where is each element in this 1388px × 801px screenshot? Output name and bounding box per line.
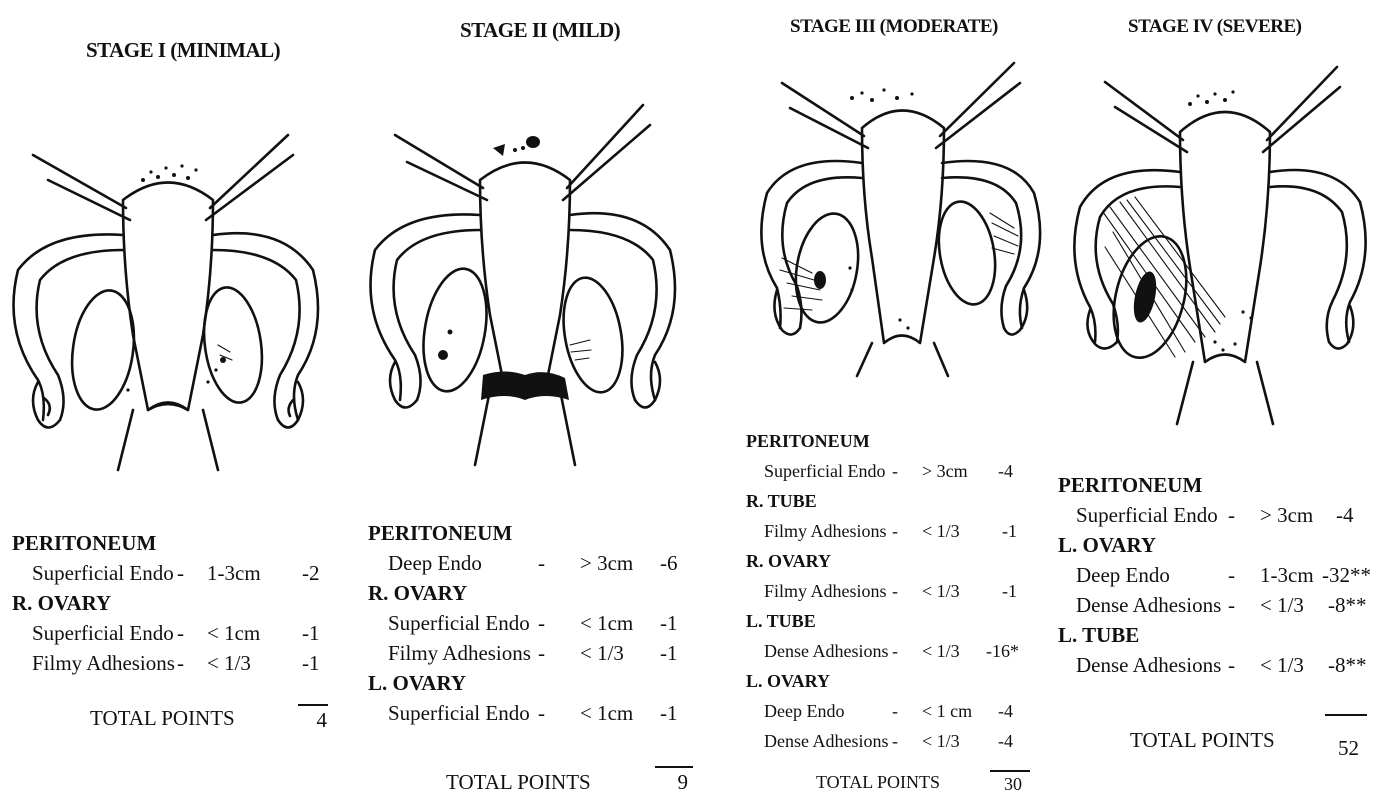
table-row: Filmy Adhesions - < 1/3 -1 xyxy=(368,638,698,668)
stage-2-uterus-illustration xyxy=(365,100,685,470)
stage-3-total-rule xyxy=(990,770,1030,772)
stage-3-score-table: PERITONEUM Superficial Endo - > 3cm -4 R… xyxy=(746,426,1036,756)
table-row: Filmy Adhesions - < 1/3 -1 xyxy=(746,576,1036,606)
table-row: R. OVARY xyxy=(368,578,698,608)
table-row: Superficial Endo - < 1cm -1 xyxy=(368,608,698,638)
stage-1-total-rule xyxy=(298,704,328,706)
stage-3-uterus-illustration xyxy=(752,58,1052,378)
table-row: R. OVARY xyxy=(12,588,342,618)
table-row: Superficial Endo - 1-3cm -2 xyxy=(12,558,342,588)
stage-3-total-value: 30 xyxy=(998,774,1022,795)
table-row: Dense Adhesions - < 1/3 -16* xyxy=(746,636,1036,666)
stage-1-uterus-illustration xyxy=(8,120,328,480)
table-row: Superficial Endo - < 1cm -1 xyxy=(12,618,342,648)
stage-2-total-rule xyxy=(655,766,693,768)
table-row: L. OVARY xyxy=(746,666,1036,696)
table-row: PERITONEUM xyxy=(368,518,698,548)
stage-1-score-table: PERITONEUM Superficial Endo - 1-3cm -2 R… xyxy=(12,528,342,678)
stage-3-total-label: TOTAL POINTS xyxy=(816,772,940,793)
table-row: Deep Endo - > 3cm -6 xyxy=(368,548,698,578)
table-row: Deep Endo - < 1 cm -4 xyxy=(746,696,1036,726)
table-row: PERITONEUM xyxy=(746,426,1036,456)
table-row: L. TUBE xyxy=(746,606,1036,636)
stage-1-title: STAGE I (MINIMAL) xyxy=(86,38,280,63)
table-row: Superficial Endo - < 1cm -1 xyxy=(368,698,698,728)
table-row: Dense Adhesions - < 1/3 -4 xyxy=(746,726,1036,756)
table-row: PERITONEUM xyxy=(12,528,342,558)
stage-4-total-label: TOTAL POINTS xyxy=(1130,728,1275,753)
stage-4-total-rule xyxy=(1325,714,1367,716)
table-row: R. TUBE xyxy=(746,486,1036,516)
stage-4-score-table: PERITONEUM Superficial Endo - > 3cm -4 L… xyxy=(1058,470,1383,680)
stage-3-title: STAGE III (MODERATE) xyxy=(790,16,998,38)
table-row: Superficial Endo - > 3cm -4 xyxy=(1058,500,1383,530)
stage-2-total-label: TOTAL POINTS xyxy=(446,770,591,795)
table-row: PERITONEUM xyxy=(1058,470,1383,500)
table-row: Superficial Endo - > 3cm -4 xyxy=(746,456,1036,486)
stage-2-total-value: 9 xyxy=(668,770,688,795)
table-row: Filmy Adhesions - < 1/3 -1 xyxy=(746,516,1036,546)
stage-4-total-value: 52 xyxy=(1333,736,1359,761)
stage-2-score-table: PERITONEUM Deep Endo - > 3cm -6 R. OVARY… xyxy=(368,518,698,728)
table-row: Filmy Adhesions - < 1/3 -1 xyxy=(12,648,342,678)
stage-4-title: STAGE IV (SEVERE) xyxy=(1128,16,1301,38)
table-row: Dense Adhesions - < 1/3 -8** xyxy=(1058,650,1383,680)
table-row: Dense Adhesions - < 1/3 -8** xyxy=(1058,590,1383,620)
stage-4-uterus-illustration xyxy=(1065,62,1380,427)
table-row: Deep Endo - 1-3cm -32** xyxy=(1058,560,1383,590)
table-row: R. OVARY xyxy=(746,546,1036,576)
table-row: L. OVARY xyxy=(1058,530,1383,560)
stage-1-total-value: 4 xyxy=(305,708,327,733)
table-row: L. OVARY xyxy=(368,668,698,698)
stage-1-total-label: TOTAL POINTS xyxy=(90,706,235,731)
stage-2-title: STAGE II (MILD) xyxy=(460,18,620,43)
table-row: L. TUBE xyxy=(1058,620,1383,650)
